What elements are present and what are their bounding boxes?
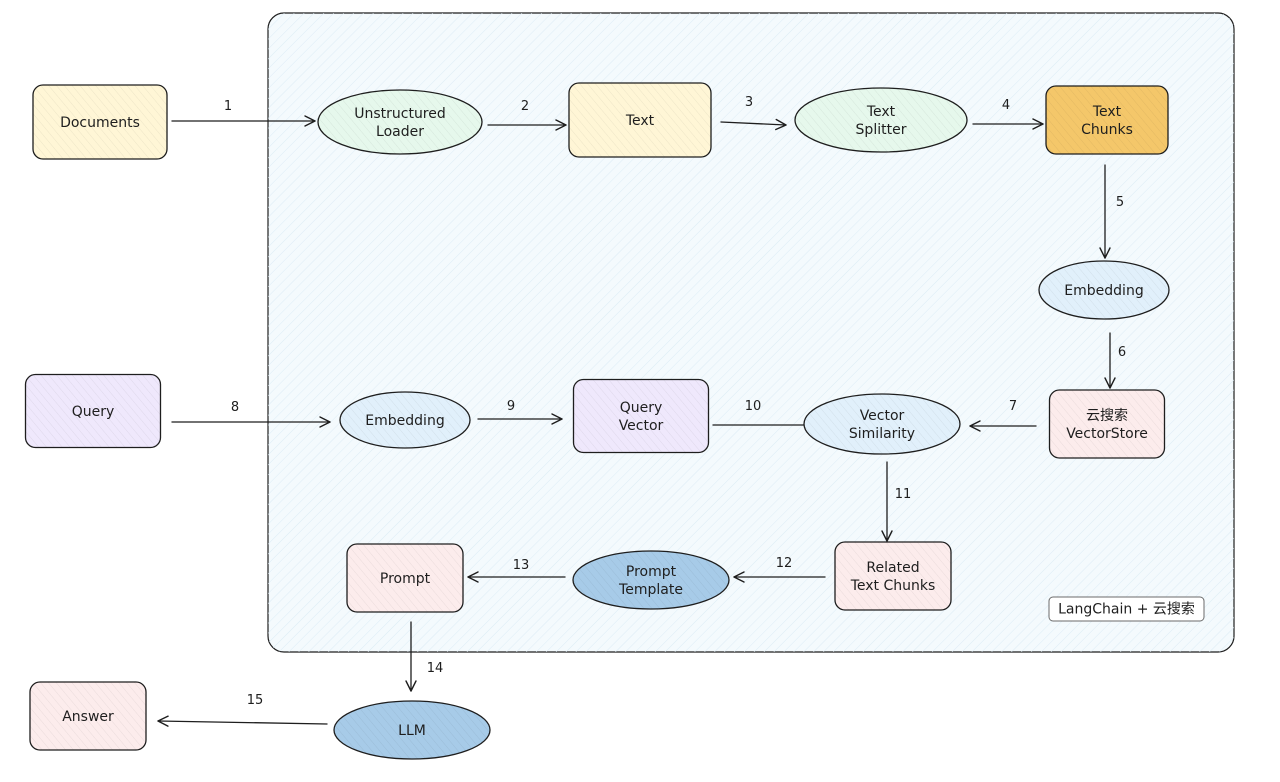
node-label: Prompt bbox=[626, 564, 677, 580]
node-documents[interactable]: Documents bbox=[32, 84, 168, 160]
node-hatch bbox=[30, 682, 146, 750]
edge-query-to-embedding-query: 8 bbox=[171, 400, 331, 428]
node-label: Related bbox=[866, 560, 919, 576]
node-label: Answer bbox=[62, 709, 114, 725]
edge-label: 12 bbox=[776, 556, 793, 571]
edge-embedding-query-to-query-vector: 9 bbox=[477, 399, 563, 425]
node-label: LLM bbox=[398, 723, 426, 739]
edge-llm-to-answer: 15 bbox=[157, 693, 328, 727]
node-label: Query bbox=[620, 400, 663, 416]
node-text[interactable]: Text bbox=[568, 82, 712, 158]
node-hatch bbox=[804, 394, 960, 454]
edge-embedding-docs-to-vectorstore: 6 bbox=[1104, 332, 1126, 389]
node-llm[interactable]: LLM bbox=[333, 700, 491, 760]
node-hatch bbox=[334, 701, 490, 759]
edge-unstructured-loader-to-text: 2 bbox=[487, 99, 567, 131]
edge-label: 3 bbox=[745, 95, 753, 110]
node-label: Text bbox=[625, 113, 655, 129]
edge-prompt-template-to-prompt: 13 bbox=[467, 558, 566, 583]
node-query[interactable]: Query bbox=[24, 373, 162, 449]
nodes-layer: DocumentsUnstructuredLoaderTextTextSplit… bbox=[24, 82, 1170, 760]
edge-text-to-text-splitter: 3 bbox=[720, 95, 787, 131]
node-label: Text bbox=[1092, 104, 1122, 120]
edge-label: 4 bbox=[1002, 98, 1010, 113]
edge-label: 11 bbox=[895, 487, 912, 502]
node-hatch bbox=[835, 542, 951, 610]
edge-label: 5 bbox=[1116, 195, 1124, 210]
edge-vectorstore-to-vector-similarity: 7 bbox=[969, 399, 1037, 432]
node-prompt[interactable]: Prompt bbox=[346, 543, 464, 613]
node-hatch bbox=[1046, 86, 1168, 154]
node-label: Vector bbox=[860, 408, 905, 424]
node-embedding-docs[interactable]: Embedding bbox=[1038, 260, 1170, 320]
edge-label: 6 bbox=[1118, 345, 1126, 360]
node-label: Chunks bbox=[1081, 122, 1133, 138]
edge-arrow bbox=[157, 715, 328, 727]
node-label: Splitter bbox=[856, 122, 907, 138]
edge-label: 2 bbox=[521, 99, 529, 114]
node-label: Text bbox=[866, 104, 896, 120]
edge-label: 14 bbox=[427, 661, 444, 676]
node-hatch bbox=[573, 551, 729, 609]
node-hatch bbox=[795, 88, 967, 152]
edge-related-text-chunks-to-prompt-template: 12 bbox=[733, 556, 826, 583]
node-hatch bbox=[25, 374, 161, 448]
edge-documents-to-unstructured-loader: 1 bbox=[171, 99, 316, 127]
node-hatch bbox=[573, 379, 709, 453]
node-label: Embedding bbox=[365, 413, 444, 429]
caption-text: LangChain + 云搜索 bbox=[1058, 601, 1195, 618]
node-label: Text Chunks bbox=[850, 578, 936, 594]
edge-text-chunks-to-embedding-docs: 5 bbox=[1099, 164, 1124, 259]
edge-label: 1 bbox=[224, 99, 232, 114]
node-hatch bbox=[318, 90, 482, 154]
edge-label: 15 bbox=[247, 693, 264, 708]
node-label: Query bbox=[72, 404, 115, 420]
node-label: Unstructured bbox=[354, 106, 446, 122]
node-label: VectorStore bbox=[1066, 426, 1148, 442]
edge-label: 13 bbox=[513, 558, 530, 573]
edge-vector-similarity-to-related-text-chunks: 11 bbox=[881, 461, 912, 542]
node-label: Documents bbox=[60, 115, 140, 131]
edge-arrow bbox=[720, 118, 787, 131]
node-embedding-query[interactable]: Embedding bbox=[339, 391, 471, 449]
node-label: Template bbox=[618, 582, 683, 598]
edge-label: 9 bbox=[507, 399, 515, 414]
container-frame bbox=[267, 12, 1235, 653]
node-label: Loader bbox=[376, 124, 424, 140]
node-vectorstore[interactable]: 云搜索 VectorStore bbox=[1048, 389, 1166, 459]
node-answer[interactable]: Answer bbox=[29, 681, 147, 751]
node-hatch bbox=[340, 392, 470, 448]
caption-box: LangChain + 云搜索 bbox=[1048, 596, 1205, 622]
edge-text-splitter-to-text-chunks: 4 bbox=[972, 98, 1044, 130]
node-label: Embedding bbox=[1064, 283, 1143, 299]
node-hatch bbox=[1049, 390, 1165, 458]
node-label: Prompt bbox=[380, 571, 431, 587]
node-label: Vector bbox=[619, 418, 664, 434]
node-hatch bbox=[1039, 261, 1169, 319]
edge-label: 8 bbox=[231, 400, 239, 415]
node-hatch bbox=[33, 85, 167, 159]
node-label: 云搜索 bbox=[1086, 407, 1128, 424]
node-hatch bbox=[569, 83, 711, 157]
edge-prompt-to-llm: 14 bbox=[405, 621, 444, 692]
node-label: Similarity bbox=[849, 426, 915, 442]
edge-label: 7 bbox=[1009, 399, 1017, 414]
node-hatch bbox=[347, 544, 463, 612]
edge-label: 10 bbox=[745, 399, 762, 414]
